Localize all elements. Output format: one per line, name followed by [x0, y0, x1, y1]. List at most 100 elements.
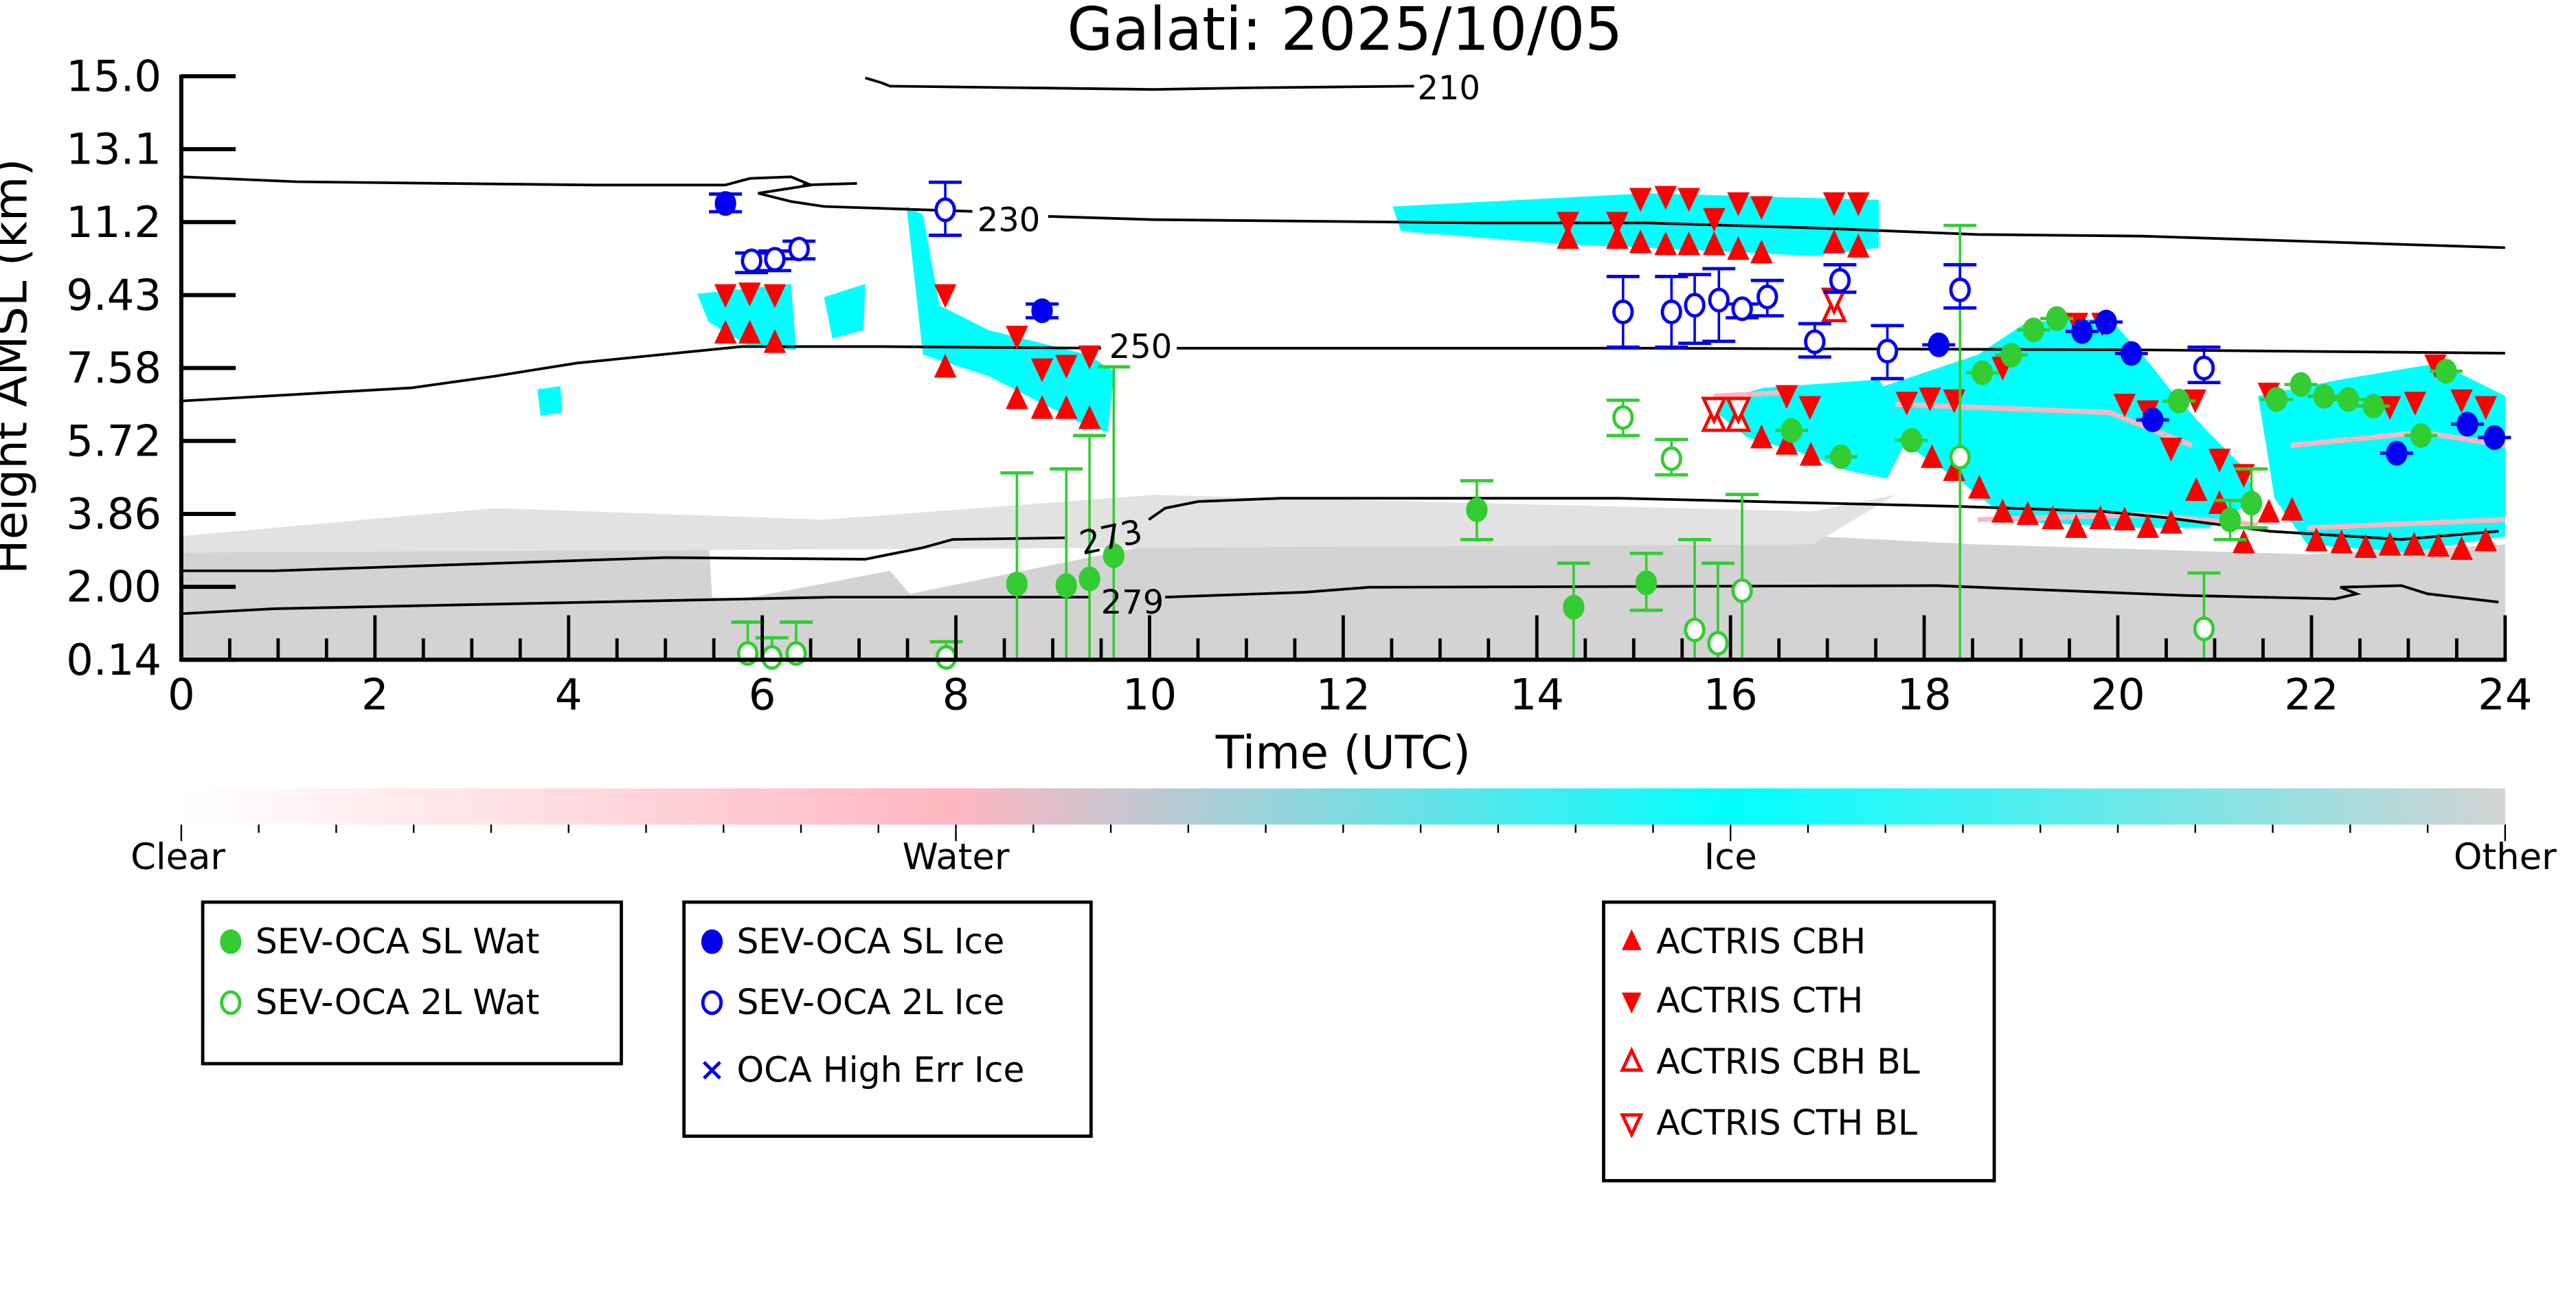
data-point: [1629, 229, 1652, 254]
data-point: [2435, 359, 2457, 384]
colorbar-label-other: Other: [2454, 836, 2557, 878]
colorbar-ticks: [180, 824, 2507, 842]
data-point: [2378, 531, 2402, 556]
data-point: [934, 197, 956, 223]
legend-entry: OCA High Err Ice: [703, 1049, 1024, 1090]
legend-label: SEV-OCA SL Wat: [256, 921, 539, 961]
x-tick-label: 2: [361, 669, 389, 719]
data-point: [1605, 225, 1629, 249]
legend-marker-icon: [1620, 1046, 1644, 1072]
legend-entry: SEV-OCA 2L Wat: [220, 982, 539, 1022]
data-point: [1846, 234, 1870, 258]
data-point: [2160, 438, 2182, 462]
data-point: [2046, 306, 2068, 331]
data-point: [1822, 229, 1846, 254]
data-point: [1557, 212, 1579, 236]
x-tick-label: 12: [1316, 669, 1370, 719]
data-point: [1702, 231, 1726, 256]
legend-label: OCA High Err Ice: [736, 1049, 1024, 1090]
data-point: [2474, 396, 2497, 420]
data-point: [1799, 442, 1822, 466]
data-point: [935, 644, 958, 670]
data-point: [1563, 594, 1585, 620]
data-point: [1006, 385, 1028, 409]
legend-label: ACTRIS CTH BL: [1656, 1102, 1917, 1143]
legend-entry: ACTRIS CTH BL: [1620, 1102, 1917, 1143]
data-point: [2121, 341, 2143, 366]
legend-entry: SEV-OCA SL Ice: [701, 921, 1004, 961]
colorbar-gradient: [181, 788, 2505, 825]
data-point: [763, 284, 787, 308]
legend-marker-icon: [1620, 1113, 1644, 1138]
data-point: [1895, 392, 1919, 416]
data-point: [1829, 268, 1851, 293]
data-point: [2000, 342, 2022, 368]
data-point: [1605, 212, 1629, 236]
data-point: [2071, 319, 2093, 344]
data-point: [1055, 573, 1077, 598]
data-point: [2042, 505, 2064, 530]
data-point: [1949, 445, 1971, 470]
data-point: [2257, 498, 2281, 523]
data-point: [2168, 388, 2190, 414]
data-point: [2022, 317, 2045, 343]
legend-marker-icon: [701, 929, 723, 954]
x-tick-label: 10: [1122, 669, 1177, 719]
y-tick-label: 5.72: [66, 416, 161, 466]
contour-210: [865, 76, 1414, 91]
data-point: [1557, 225, 1579, 249]
data-point: [1725, 396, 1752, 425]
contour-label: 279: [1101, 583, 1164, 622]
legend-entry: ACTRIS CBH: [1621, 921, 1866, 961]
markers: [709, 180, 2511, 670]
legend-marker-icon: [220, 929, 242, 954]
data-point: [764, 247, 786, 272]
x-tick-label: 4: [555, 669, 583, 719]
data-point: [2266, 387, 2287, 412]
legend-box-water: [201, 900, 623, 1066]
data-point: [1876, 339, 1899, 364]
legend-box-actris: [1602, 900, 1996, 1182]
colorbar-label-ice: Ice: [1704, 836, 1757, 878]
data-point: [2290, 372, 2312, 397]
data-point: [1756, 284, 1778, 310]
data-point: [1635, 570, 1658, 596]
legend-entry: ACTRIS CBH BL: [1620, 1042, 1920, 1082]
data-point: [1822, 192, 1846, 216]
data-point: [1006, 571, 1028, 596]
data-point: [1921, 444, 1943, 469]
y-tick-label: 7.58: [66, 343, 161, 393]
data-point: [1707, 631, 1729, 656]
y-tick-label: 0.14: [66, 635, 161, 685]
legend-marker-icon: [1621, 992, 1642, 1014]
data-point: [1731, 296, 1753, 322]
data-point: [1103, 543, 1125, 568]
x-tick-label: 24: [2478, 669, 2532, 719]
data-point: [2362, 394, 2384, 419]
data-point: [1919, 387, 1941, 412]
data-point: [1781, 418, 1803, 443]
legend-box-ice: [682, 900, 1093, 1138]
legend-marker-icon: [703, 1061, 721, 1080]
data-point: [2386, 440, 2408, 466]
data-point: [1727, 236, 1750, 260]
data-point: [1654, 186, 1677, 210]
data-point: [2136, 514, 2160, 538]
data-point: [1054, 355, 1078, 379]
data-point: [1708, 287, 1730, 313]
data-point: [1750, 424, 1773, 449]
data-point: [1928, 332, 1950, 357]
data-point: [2456, 412, 2478, 437]
data-point: [2232, 529, 2255, 554]
colorbar-label-clear: Clear: [131, 836, 225, 878]
data-point: [1078, 405, 1101, 429]
data-point: [2337, 387, 2360, 412]
data-point: [761, 644, 783, 670]
data-point: [714, 191, 736, 216]
data-point: [2016, 501, 2040, 525]
x-tick-label: 8: [942, 669, 970, 719]
legend-label: SEV-OCA 2L Ice: [736, 982, 1004, 1022]
data-point: [1654, 231, 1677, 256]
data-point: [2193, 355, 2215, 381]
